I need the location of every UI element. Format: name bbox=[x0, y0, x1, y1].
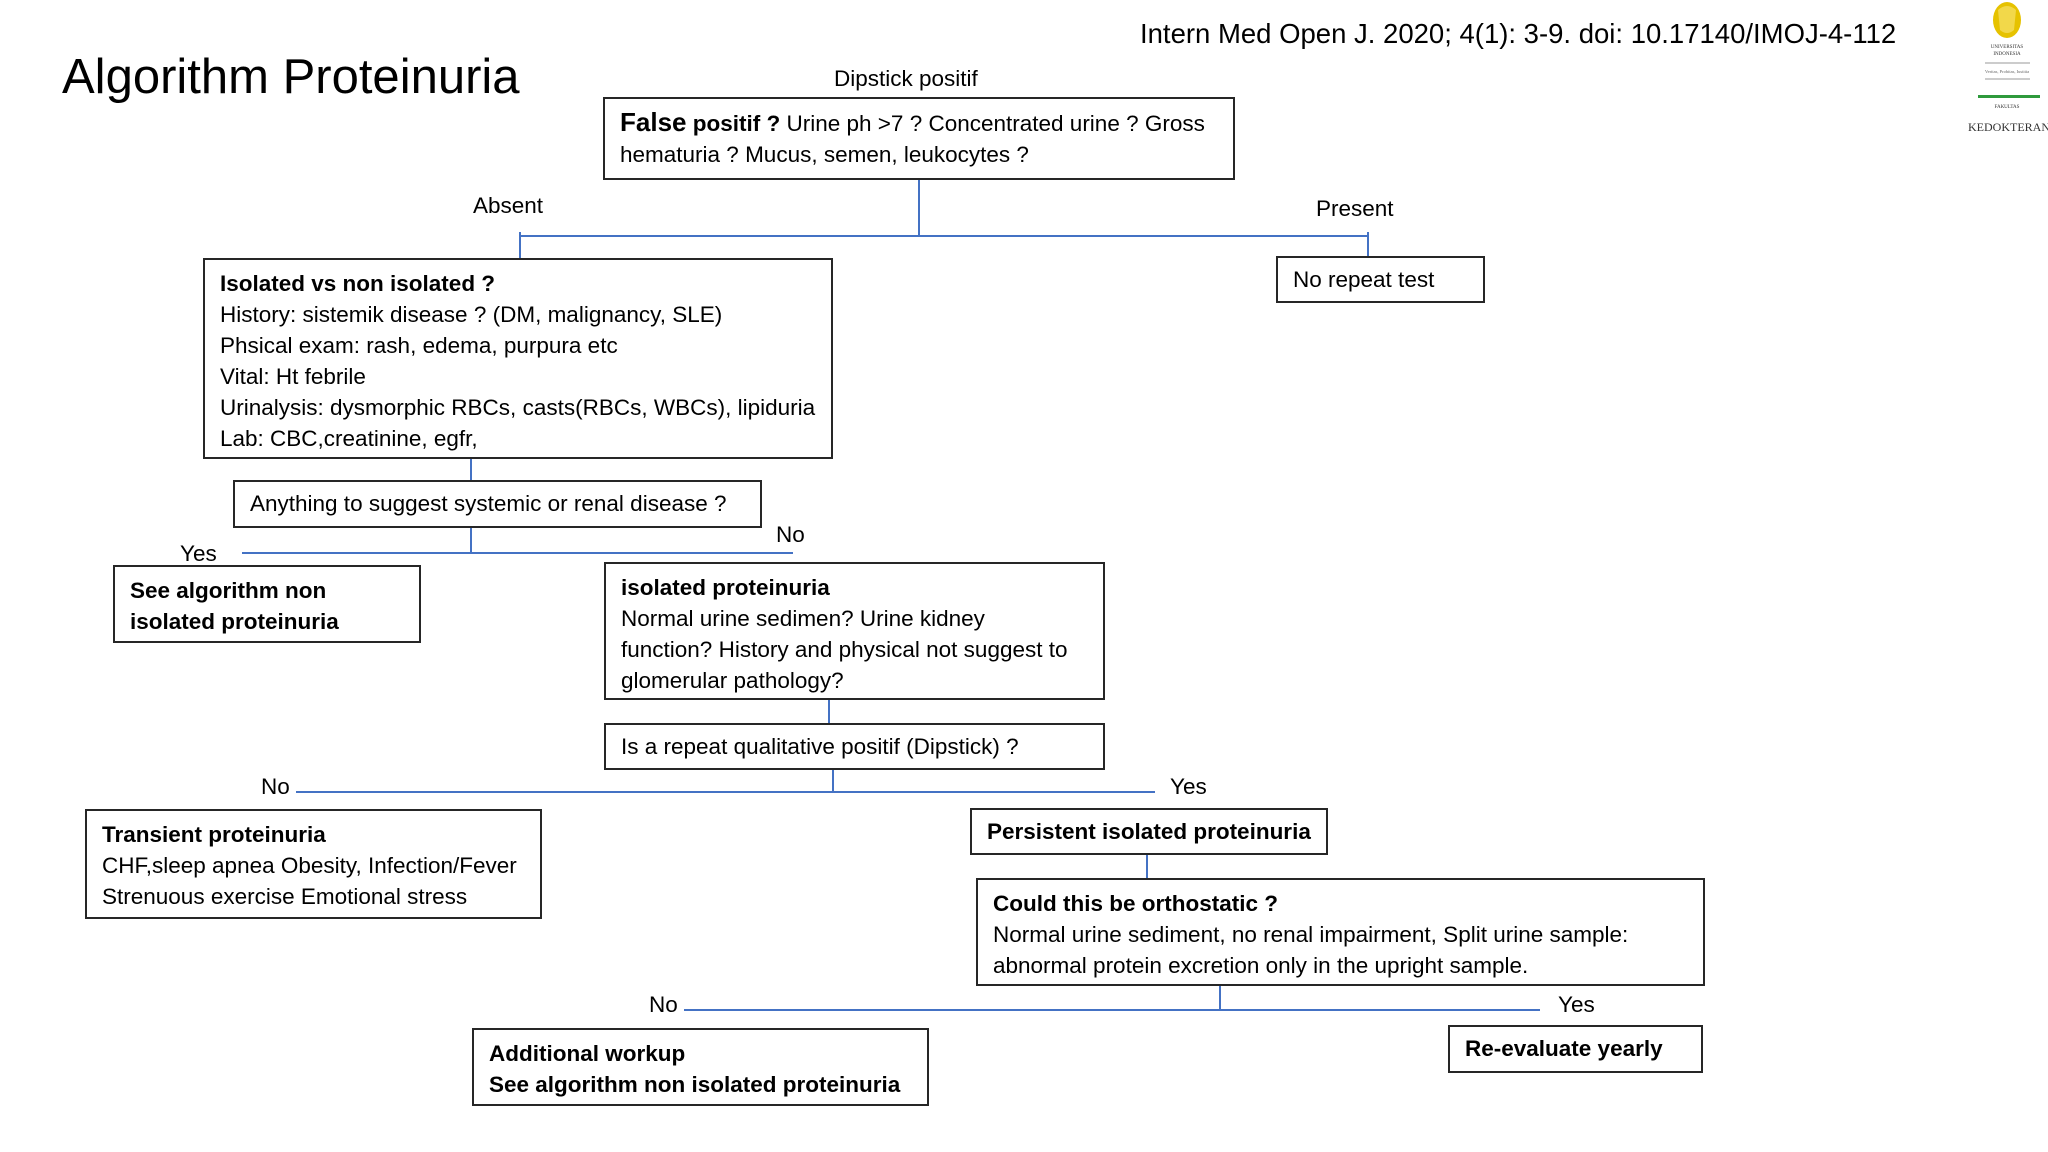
isolated-vs-heading: Isolated vs non isolated ? bbox=[220, 271, 496, 296]
false-positive-box: False positif ? Urine ph >7 ? Concentrat… bbox=[603, 97, 1235, 180]
isolated-vs-line: Urinalysis: dysmorphic RBCs, casts(RBCs,… bbox=[220, 395, 816, 420]
false-positive-lead: False bbox=[620, 107, 687, 137]
logo-text-2: INDONESIA bbox=[1993, 52, 2021, 57]
label-yes: Yes bbox=[1558, 992, 1595, 1017]
additional-workup-line: Additional workup bbox=[489, 1041, 686, 1066]
label-present: Present bbox=[1316, 196, 1394, 221]
systemic-or-renal-question-box: Anything to suggest systemic or renal di… bbox=[233, 480, 762, 528]
false-positive-text-line2: hematuria ? Mucus, semen, leukocytes ? bbox=[620, 142, 1029, 167]
page-title: Algorithm Proteinuria bbox=[62, 50, 520, 104]
transient-proteinuria-line: CHF,sleep apnea Obesity, Infection/Fever bbox=[102, 853, 517, 878]
university-seal-icon: UNIVERSITAS INDONESIA Veritas, Probitas,… bbox=[1968, 2, 2048, 134]
systemic-or-renal-question-text: Anything to suggest systemic or renal di… bbox=[250, 491, 727, 516]
persistent-isolated-proteinuria-text: Persistent isolated proteinuria bbox=[987, 819, 1311, 844]
repeat-dipstick-question-box: Is a repeat qualitative positif (Dipstic… bbox=[604, 723, 1105, 770]
orthostatic-line: Normal urine sediment, no renal impairme… bbox=[993, 922, 1629, 947]
label-absent: Absent bbox=[473, 193, 544, 218]
label-yes: Yes bbox=[1170, 774, 1207, 799]
logo-text-5: KEDOKTERAN bbox=[1968, 120, 2048, 134]
transient-proteinuria-heading: Transient proteinuria bbox=[102, 822, 326, 847]
isolated-vs-line: Lab: CBC,creatinine, egfr, bbox=[220, 426, 478, 451]
no-repeat-test-box: No repeat test bbox=[1276, 256, 1485, 303]
isolated-proteinuria-heading: isolated proteinuria bbox=[621, 575, 830, 600]
orthostatic-question-box: Could this be orthostatic ? Normal urine… bbox=[976, 878, 1705, 986]
see-algorithm-line: isolated proteinuria bbox=[130, 609, 339, 634]
false-positive-text: Urine ph >7 ? Concentrated urine ? Gross bbox=[780, 111, 1205, 136]
isolated-vs-line: Vital: Ht febrile bbox=[220, 364, 366, 389]
see-algorithm-line: See algorithm non bbox=[130, 578, 327, 603]
label-no: No bbox=[649, 992, 678, 1017]
isolated-vs-non-isolated-box: Isolated vs non isolated ? History: sist… bbox=[203, 258, 833, 459]
university-logo: UNIVERSITAS INDONESIA Veritas, Probitas,… bbox=[1960, 0, 2048, 140]
orthostatic-heading: Could this be orthostatic ? bbox=[993, 891, 1278, 916]
false-positive-lead-suffix: positif ? bbox=[686, 111, 781, 136]
label-dipstick-positif: Dipstick positif bbox=[834, 66, 978, 91]
repeat-dipstick-question-text: Is a repeat qualitative positif (Dipstic… bbox=[621, 734, 1019, 759]
orthostatic-line: abnormal protein excretion only in the u… bbox=[993, 953, 1529, 978]
isolated-proteinuria-line: Normal urine sedimen? Urine kidney bbox=[621, 606, 985, 631]
isolated-vs-line: History: sistemik disease ? (DM, maligna… bbox=[220, 302, 723, 327]
additional-workup-line: See algorithm non isolated proteinuria bbox=[489, 1072, 901, 1097]
citation: Intern Med Open J. 2020; 4(1): 3-9. doi:… bbox=[1140, 18, 1897, 49]
transient-proteinuria-box: Transient proteinuria CHF,sleep apnea Ob… bbox=[85, 809, 542, 919]
logo-text-1: UNIVERSITAS bbox=[1991, 45, 2024, 50]
isolated-vs-line: Phsical exam: rash, edema, purpura etc bbox=[220, 333, 618, 358]
label-no: No bbox=[776, 522, 805, 547]
logo-text-4: FAKULTAS bbox=[1995, 105, 2020, 110]
no-repeat-test-text: No repeat test bbox=[1293, 267, 1435, 292]
additional-workup-box: Additional workup See algorithm non isol… bbox=[472, 1028, 929, 1106]
persistent-isolated-proteinuria-box: Persistent isolated proteinuria bbox=[970, 808, 1328, 855]
label-no: No bbox=[261, 774, 290, 799]
logo-text-3: Veritas, Probitas, Iustitia bbox=[1985, 69, 2029, 75]
see-algorithm-non-isolated-box: See algorithm non isolated proteinuria bbox=[113, 565, 421, 643]
isolated-proteinuria-line: glomerular pathology? bbox=[621, 668, 844, 693]
isolated-proteinuria-line: function? History and physical not sugge… bbox=[621, 637, 1068, 662]
isolated-proteinuria-box: isolated proteinuria Normal urine sedime… bbox=[604, 562, 1105, 700]
re-evaluate-yearly-box: Re-evaluate yearly bbox=[1448, 1025, 1703, 1073]
label-yes: Yes bbox=[180, 541, 217, 566]
re-evaluate-yearly-text: Re-evaluate yearly bbox=[1465, 1036, 1663, 1061]
transient-proteinuria-line: Strenuous exercise Emotional stress bbox=[102, 884, 468, 909]
